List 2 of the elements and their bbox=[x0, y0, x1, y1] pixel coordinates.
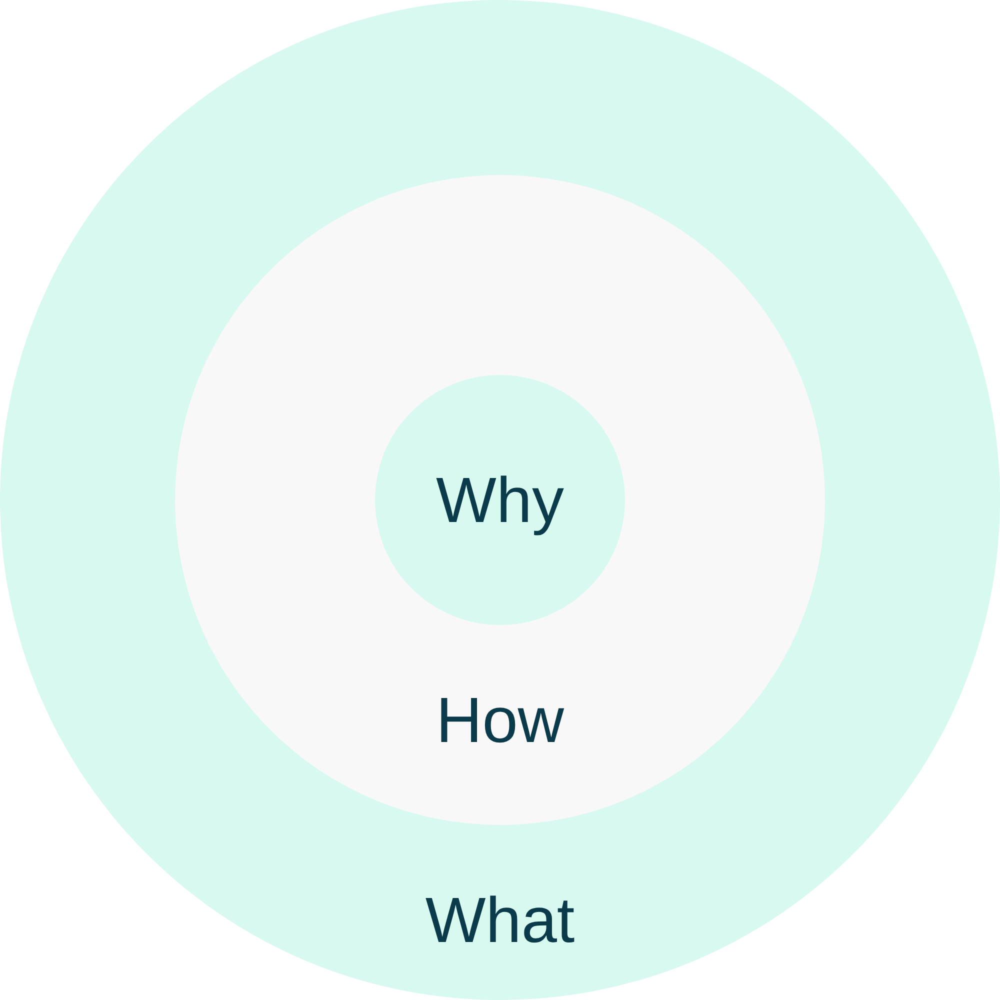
circle-label: What bbox=[425, 888, 575, 952]
circle-label: How bbox=[436, 688, 564, 752]
